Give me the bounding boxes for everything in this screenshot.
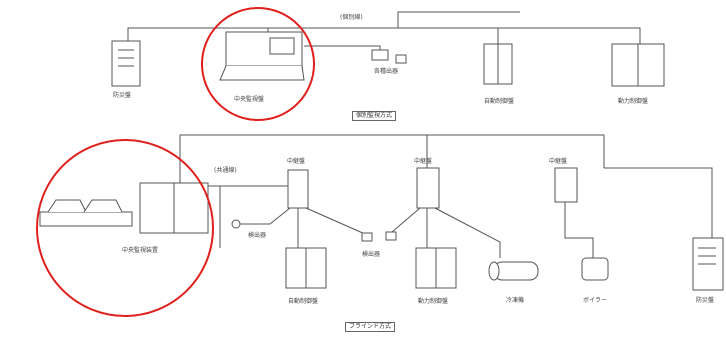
relay3-disaster (604, 167, 713, 238)
highlight-circle-central-monitor (201, 7, 315, 121)
relay3-boiler (564, 202, 594, 258)
relay-panel-3 (554, 167, 578, 203)
top-power-control-label: 動力制御盤 (618, 98, 649, 105)
top-individual-line (127, 27, 641, 44)
relay2-detector (391, 207, 421, 233)
highlight-circle-central-device (36, 139, 214, 317)
relay-panel-1 (287, 169, 309, 209)
top-disaster-panel-label: 防災盤 (113, 92, 132, 99)
bottom-wiring-label: (共通線) (214, 167, 237, 174)
bottom-power-control-label: 動力制御盤 (418, 298, 449, 305)
detector-1-label: 検出器 (248, 232, 267, 239)
chiller (488, 261, 539, 281)
top-wiring-label: (個別線) (340, 14, 363, 21)
bottom-power-control-panel (415, 247, 457, 289)
relay2-chiller (434, 207, 501, 258)
top-indicator-label: 各種出器 (374, 68, 399, 75)
relay-panel-2 (416, 167, 440, 209)
top-indicator (371, 49, 407, 64)
central-device (39, 182, 209, 234)
bottom-section-caption: ブラインド方式 (345, 322, 396, 332)
bottom-auto-control-panel (285, 247, 327, 289)
relay1-detector1 (240, 207, 291, 225)
top-central-monitor-label: 中央監視盤 (234, 96, 265, 103)
bottom-disaster-panel (692, 237, 724, 291)
detector-2-label: 検出器 (362, 251, 381, 258)
central-device-label: 中央監視装置 (122, 247, 159, 254)
bottom-common-line (179, 134, 605, 186)
top-line-branch (397, 11, 437, 28)
top-disaster-panel (111, 40, 141, 87)
detector-1 (231, 219, 241, 229)
top-auto-control-label: 自動制御盤 (484, 98, 515, 105)
chiller-label: 冷凍機 (506, 297, 525, 304)
top-power-control-panel (611, 43, 665, 87)
top-section-caption: 個別監視方式 (352, 111, 397, 121)
relay-1-label: 中継盤 (287, 158, 306, 165)
top-link-indicator (304, 45, 381, 50)
bottom-auto-control-label: 自動制御盤 (288, 298, 319, 305)
top-central-monitor (219, 31, 305, 81)
relay-2-label: 中継盤 (414, 158, 433, 165)
boiler (581, 257, 609, 281)
detector-2 (361, 231, 397, 242)
boiler-label: ボイラー (583, 297, 608, 304)
relay1-detector2 (305, 207, 366, 235)
bottom-disaster-panel-label: 防災盤 (696, 297, 715, 304)
top-auto-control-panel (483, 43, 513, 85)
relay-3-label: 中継盤 (549, 158, 568, 165)
